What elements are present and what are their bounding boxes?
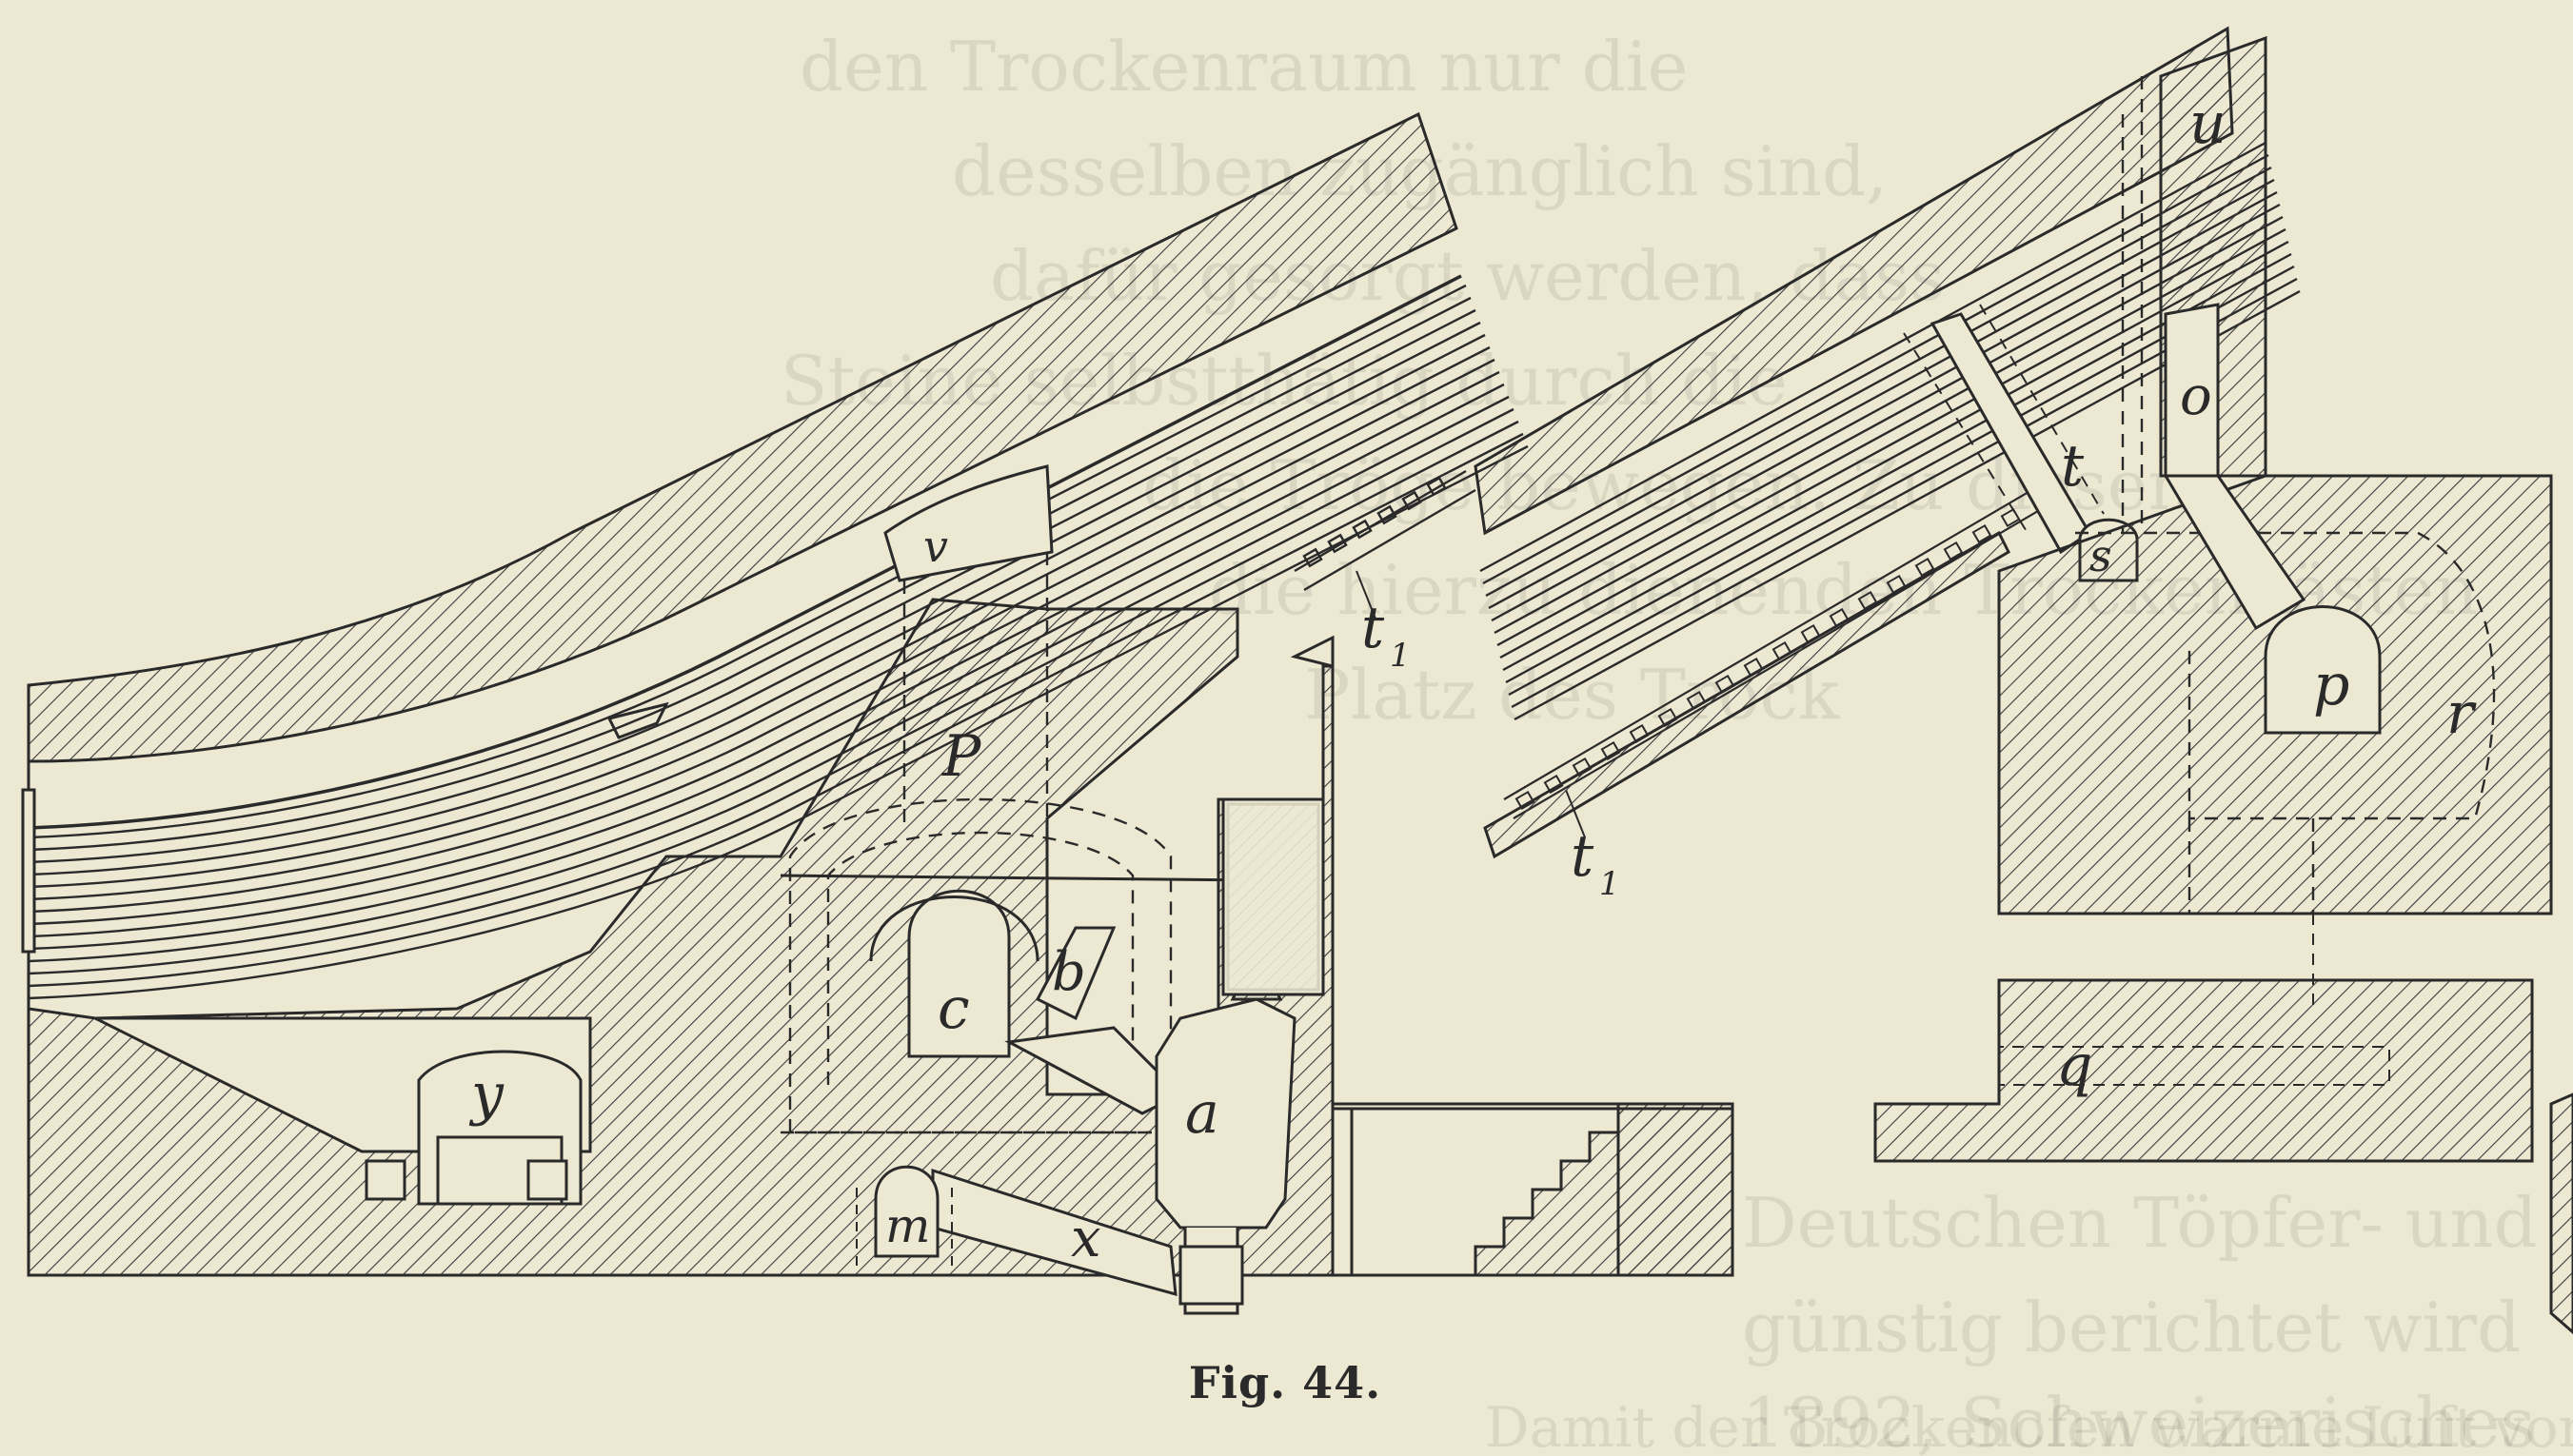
label-t: t xyxy=(2061,433,2085,500)
left-dashed-chamber xyxy=(781,797,1173,1134)
label-m: m xyxy=(885,1198,930,1253)
right-slab-q xyxy=(1873,978,2534,1163)
left-furnace-a xyxy=(1155,997,1296,1230)
label-v: v xyxy=(923,521,948,572)
bg-line-8: günstig berichtet wird xyxy=(1742,1288,2521,1367)
right-strut-dashes xyxy=(1903,304,2105,534)
label-y: y xyxy=(468,1061,505,1128)
left-roller-chain xyxy=(1294,469,1476,592)
right-flue-chute xyxy=(2163,474,2306,631)
label-t1-left: t xyxy=(1361,595,1385,661)
right-flue-p xyxy=(2264,605,2382,735)
left-trough-layers xyxy=(28,284,1529,1000)
bg-line-10: Damit der Trockenofen warme Luft von xyxy=(1485,1395,2573,1456)
left-m-dashes xyxy=(856,1180,953,1266)
bg-line-0: den Trockenraum nur die xyxy=(800,27,1688,107)
left-section xyxy=(21,111,1734,1315)
left-chamber-m xyxy=(874,1165,940,1258)
left-roof-slab xyxy=(27,111,1458,763)
left-steps-right xyxy=(1333,1107,1734,1277)
label-r: r xyxy=(2446,680,2477,747)
left-pipe-foot xyxy=(1178,1245,1244,1306)
right-lower-band xyxy=(1483,530,2010,859)
labels: v t 1 P c b a y m x u o t s p r q t 1 xyxy=(468,90,2477,1269)
label-P: P xyxy=(941,723,982,790)
label-p: p xyxy=(2313,652,2349,718)
right-section xyxy=(1474,26,2573,1334)
left-t1-leader xyxy=(1356,570,1376,620)
label-b: b xyxy=(1052,941,1086,1003)
label-t1-right-sub: 1 xyxy=(1599,865,1620,903)
left-bracket xyxy=(1290,635,1335,668)
label-t1-right: t xyxy=(1571,823,1594,890)
left-duct-c-arch xyxy=(869,895,1039,962)
left-y-foot-r xyxy=(526,1159,568,1201)
bg-line-9: 1892, Schweizerisches xyxy=(1742,1383,2535,1456)
label-s: s xyxy=(2089,530,2112,581)
left-end-tab xyxy=(21,788,36,954)
left-vent-cap-v xyxy=(883,464,1054,582)
right-dashed-chamber xyxy=(2075,531,2496,914)
right-slab-dashes xyxy=(1998,914,2390,1086)
right-shaft-dashes xyxy=(2121,76,2144,533)
left-channel-b-upper xyxy=(1035,926,1117,1021)
left-flue-p xyxy=(902,552,1049,828)
left-steps xyxy=(1331,1102,1620,1277)
right-edge-post xyxy=(2549,1092,2573,1334)
label-u: u xyxy=(2189,90,2227,157)
label-x: x xyxy=(1071,1208,1101,1269)
left-y-foot-l xyxy=(365,1159,406,1201)
label-a: a xyxy=(1185,1080,1219,1147)
label-o: o xyxy=(2180,365,2212,427)
label-q: q xyxy=(2056,1033,2092,1099)
label-t1-left-sub: 1 xyxy=(1390,637,1411,675)
left-shaft-inner xyxy=(1226,802,1320,992)
left-axis-line xyxy=(780,874,1257,882)
label-c: c xyxy=(938,975,970,1042)
bg-line-7: Deutschen Töpfer- und xyxy=(1742,1183,2538,1263)
left-duct-c xyxy=(907,889,1011,1058)
left-trough-upper-edge xyxy=(28,274,1462,830)
figure-caption: Fig. 44. xyxy=(1188,1357,1382,1408)
